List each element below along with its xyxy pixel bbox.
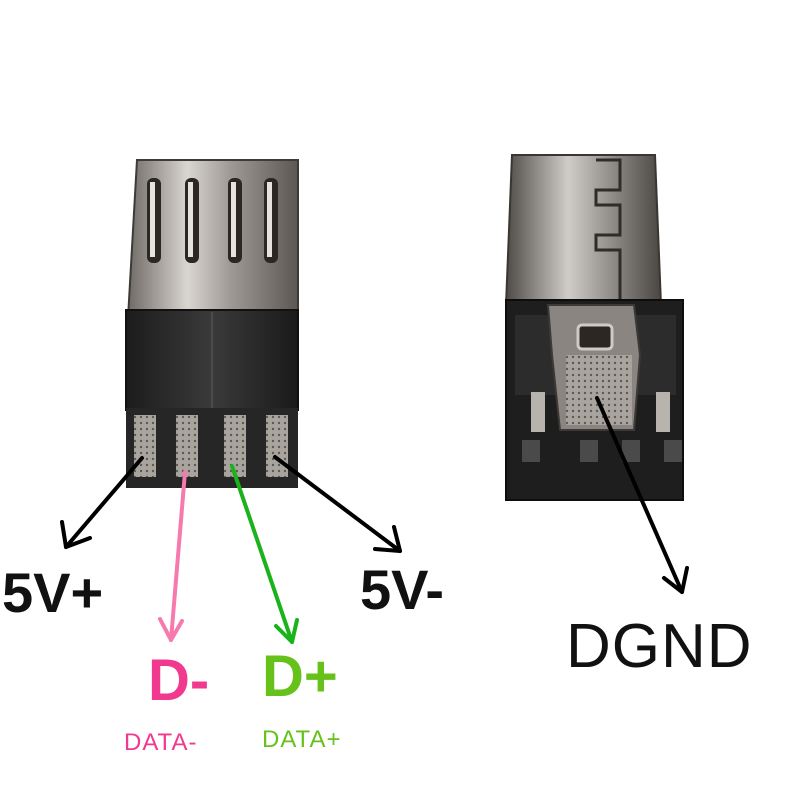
pad-5v-minus: [266, 415, 288, 477]
arrow-5v-minus: [273, 455, 402, 553]
right-metal-shell: [504, 154, 663, 306]
pad-d-plus: [224, 415, 246, 477]
label-d-minus: D-: [148, 648, 210, 713]
arrow-d-plus: [230, 464, 299, 644]
arrow-dgnd: [595, 396, 689, 594]
label-5v-minus: 5V-: [360, 558, 445, 621]
label-data-minus: DATA-: [124, 729, 198, 756]
label-d-plus: D+: [262, 644, 338, 709]
right-shell-seam: [594, 158, 622, 300]
right-micro-usb-connector: [504, 154, 684, 501]
arrow-5v-plus: [60, 456, 144, 549]
arrow-d-minus: [158, 470, 187, 642]
label-data-plus: DATA+: [262, 726, 342, 753]
left-micro-usb-connector: [125, 159, 299, 488]
pad-d-minus: [176, 415, 198, 477]
pad-5v-plus: [134, 415, 156, 477]
ground-hole: [576, 323, 614, 351]
label-dgnd: DGND: [566, 612, 753, 681]
label-5v-plus: 5V+: [2, 561, 104, 624]
ground-pad: [566, 355, 632, 425]
